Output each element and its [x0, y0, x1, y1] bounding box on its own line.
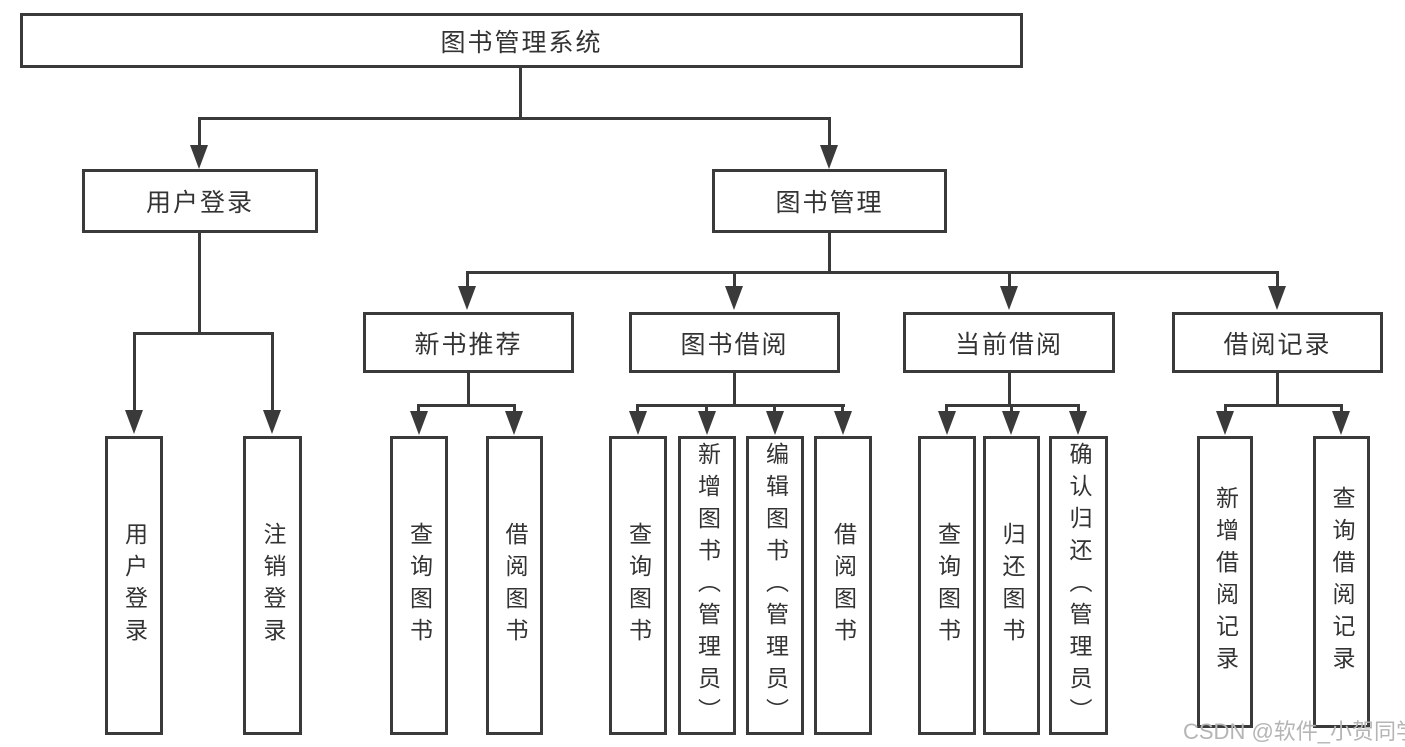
connector-groupA-horizontal: [418, 404, 516, 407]
arrow-down-icon: [1268, 286, 1286, 310]
connector-drop-borrow-records: [1276, 271, 1279, 289]
arrow-down-icon: [505, 411, 523, 435]
connector-groupC-horizontal: [946, 404, 1080, 407]
node-logout: 注销登录: [243, 436, 302, 735]
arrow-down-icon: [820, 145, 838, 169]
node-bb-edit-books-admin: 编辑图书（管理员）: [746, 436, 804, 735]
connector-drop-user-login: [198, 117, 201, 149]
arrow-down-icon: [458, 286, 476, 310]
node-cb-confirm-return-admin: 确认归还（管理员）: [1049, 436, 1108, 735]
arrow-down-icon: [766, 411, 784, 435]
connector-drop-user-login-leaf: [133, 332, 136, 412]
arrow-down-icon: [938, 411, 956, 435]
arrow-down-icon: [1000, 286, 1018, 310]
connector-drop-logout: [271, 332, 274, 412]
connector-groupD-stem: [1276, 373, 1279, 407]
arrow-down-icon: [698, 411, 716, 435]
node-book-management: 图书管理: [712, 169, 947, 233]
node-bb-add-books-admin: 新增图书（管理员）: [678, 436, 736, 735]
arrow-down-icon: [263, 410, 281, 434]
connector-root-horizontal: [198, 117, 831, 120]
node-br-query-record: 查询借阅记录: [1313, 436, 1370, 728]
arrow-down-icon: [1069, 411, 1087, 435]
node-current-borrow: 当前借阅: [903, 312, 1115, 373]
node-user-login: 用户登录: [82, 169, 318, 233]
connector-root-stem: [519, 68, 522, 120]
watermark: CSDN @软件_小贺同学: [1183, 719, 1405, 744]
connector-book-mgmt-horizontal: [466, 271, 1279, 274]
node-bb-borrow-books: 借阅图书: [814, 436, 872, 735]
node-user-login-leaf: 用户登录: [105, 436, 163, 735]
connector-drop-new-book: [466, 271, 469, 289]
connector-groupD-horizontal: [1224, 404, 1343, 407]
arrow-down-icon: [410, 411, 428, 435]
node-cb-query-books: 查询图书: [918, 436, 976, 735]
connector-user-login-stem: [198, 233, 201, 335]
connector-groupA-stem: [467, 373, 470, 407]
arrow-down-icon: [629, 411, 647, 435]
arrow-down-icon: [834, 411, 852, 435]
arrow-down-icon: [1002, 411, 1020, 435]
arrow-down-icon: [1332, 411, 1350, 435]
node-rec-query-books: 查询图书: [390, 436, 448, 735]
connector-groupC-stem: [1008, 373, 1011, 407]
node-book-borrow: 图书借阅: [629, 312, 840, 373]
connector-drop-current-borrow: [1008, 271, 1011, 289]
node-borrow-records: 借阅记录: [1172, 312, 1383, 373]
node-root: 图书管理系统: [20, 13, 1023, 68]
node-rec-borrow-books: 借阅图书: [486, 436, 543, 735]
node-br-add-record: 新增借阅记录: [1197, 436, 1253, 728]
arrow-down-icon: [125, 410, 143, 434]
arrow-down-icon: [1216, 411, 1234, 435]
connector-drop-book-management: [828, 117, 831, 149]
arrow-down-icon: [725, 286, 743, 310]
connector-user-login-horizontal: [133, 332, 274, 335]
connector-drop-book-borrow: [733, 271, 736, 289]
connector-groupB-horizontal: [636, 404, 845, 407]
node-new-book-recommend: 新书推荐: [363, 312, 574, 373]
connector-book-mgmt-stem: [828, 233, 831, 274]
node-bb-query-books: 查询图书: [609, 436, 667, 735]
connector-groupB-stem: [733, 373, 736, 407]
arrow-down-icon: [190, 145, 208, 169]
node-cb-return-books: 归还图书: [983, 436, 1040, 735]
